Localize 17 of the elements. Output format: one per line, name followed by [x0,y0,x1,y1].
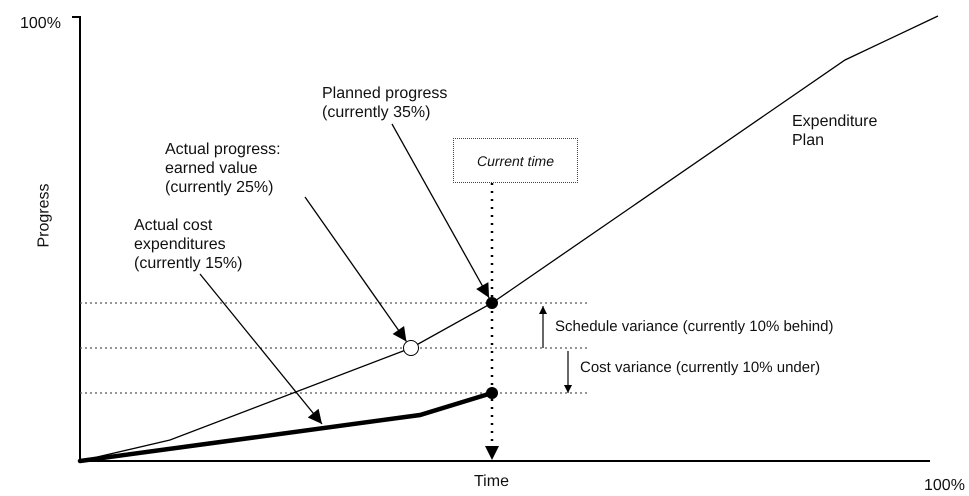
callout-text: Actual cost expenditures (currently 15%) [134,216,294,273]
callout-text: Planned progress (currently 35%) [322,84,472,122]
axis-label: 100% [924,476,965,495]
axis-title: Progress [34,183,54,248]
leader-arrow [391,124,490,298]
open-point [403,340,419,356]
leader-arrow [200,274,322,424]
dotted-arrow [485,183,499,460]
callout-text: Actual progress: earned value (currently 25%) [165,140,325,197]
axis-label: Cost variance (currently 10% under) [580,358,820,377]
leader-arrow [304,196,407,342]
filled-point [486,297,498,309]
callout-text: Expenditure Plan [792,112,912,150]
axis-label: Time [474,472,514,491]
axis-label: Schedule variance (currently 10% behind) [555,317,834,336]
axis-label: 100% [20,14,61,33]
dotted-box: Current time [453,138,578,183]
